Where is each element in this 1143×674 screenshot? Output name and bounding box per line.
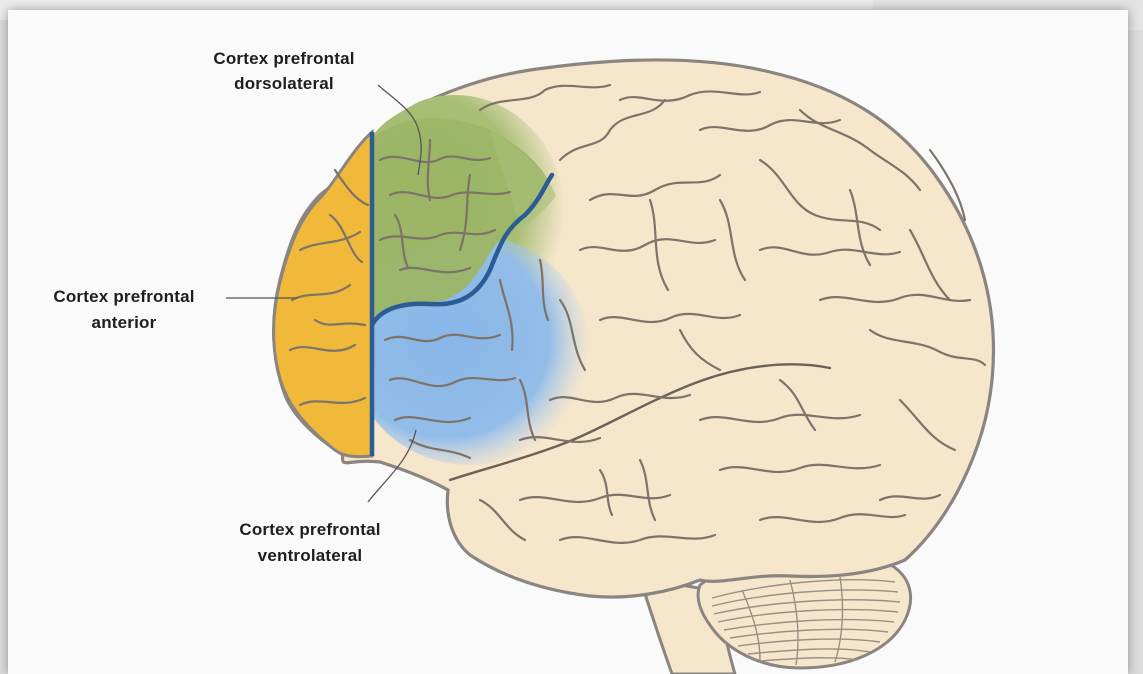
label-ventrolateral-line1: Cortex prefrontal [239, 520, 380, 539]
label-anterior-line1: Cortex prefrontal [53, 287, 194, 306]
figure-card: Cortex prefrontal dorsolateral Cortex pr… [8, 10, 1128, 674]
brain-diagram: Cortex prefrontal dorsolateral Cortex pr… [8, 10, 1128, 674]
label-anterior-line2: anterior [92, 313, 157, 332]
label-dorsolateral-line1: Cortex prefrontal [213, 49, 354, 68]
label-dorsolateral-line2: dorsolateral [234, 74, 334, 93]
label-ventrolateral-line2: ventrolateral [258, 546, 363, 565]
